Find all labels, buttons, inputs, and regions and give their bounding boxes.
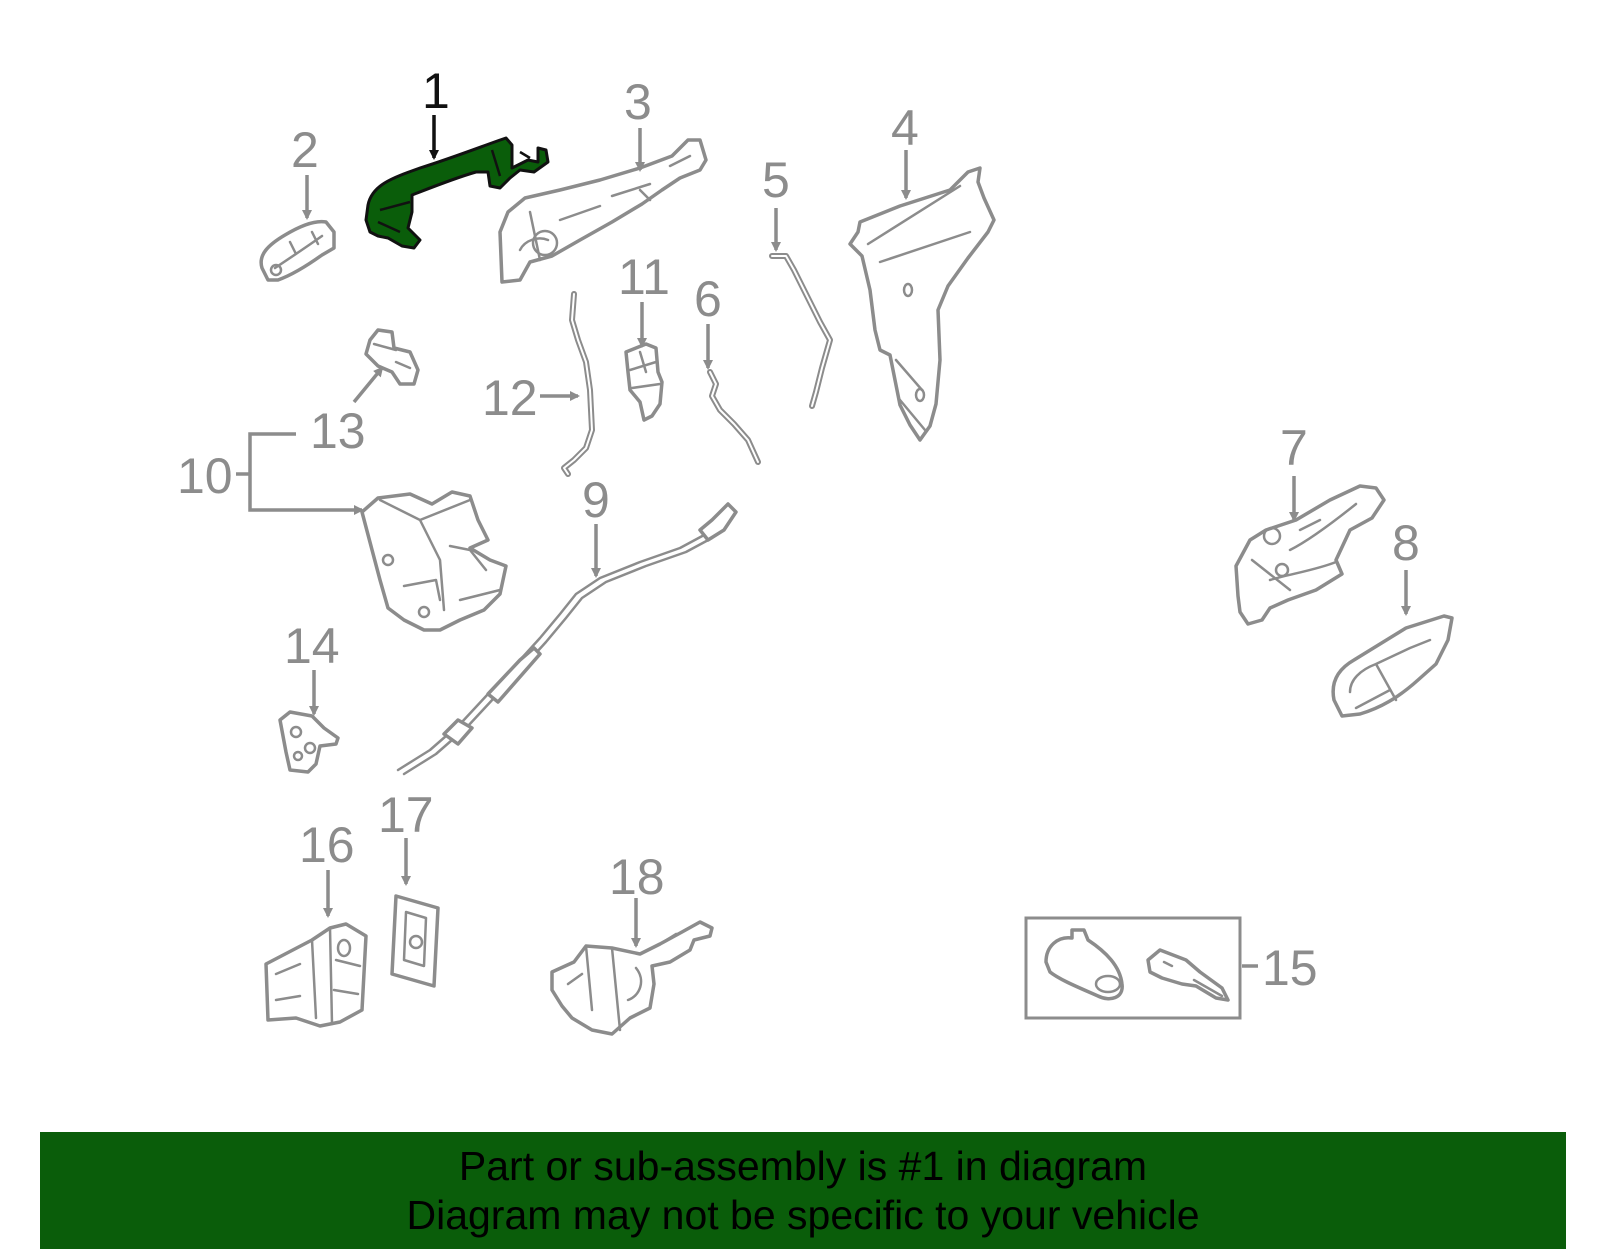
part-12-inner xyxy=(563,293,593,475)
part-1-outside-handle[interactable] xyxy=(364,136,550,250)
part-4-detail xyxy=(866,184,972,432)
part-9-release-cable[interactable] xyxy=(396,502,738,776)
part-3-hole xyxy=(531,229,559,257)
part-15-lock-cylinder-kit[interactable] xyxy=(1024,916,1242,1020)
part-10-lock-actuator[interactable] xyxy=(360,490,508,632)
part-11-clip[interactable] xyxy=(624,342,664,422)
callout-16[interactable]: 16 xyxy=(299,817,355,873)
part-15-cylinder xyxy=(1044,928,1124,1001)
part-16-pin xyxy=(336,938,352,958)
part-1-detail xyxy=(377,149,531,234)
part-8-shape xyxy=(1331,614,1454,718)
callout-15[interactable]: 15 xyxy=(1262,940,1318,996)
callout-17[interactable]: 17 xyxy=(378,787,434,843)
part-17-inner xyxy=(402,910,428,968)
callout-10[interactable]: 10 xyxy=(177,448,233,504)
part-2-hole xyxy=(269,263,283,277)
callout-2[interactable]: 2 xyxy=(291,122,319,178)
part-10-shape xyxy=(360,490,508,632)
part-8-handle-bezel[interactable] xyxy=(1331,614,1454,718)
part-9-fitting xyxy=(442,718,474,746)
part-7-shape xyxy=(1234,484,1386,626)
callout-1[interactable]: 1 xyxy=(422,63,450,119)
part-6-rod[interactable] xyxy=(707,369,761,465)
part-7-detail xyxy=(1250,502,1358,592)
part-13-shape xyxy=(364,328,420,386)
part-3-handle-frame[interactable] xyxy=(498,138,708,284)
part-18-detail xyxy=(566,932,678,1032)
banner-line-2: Diagram may not be specific to your vehi… xyxy=(406,1192,1200,1238)
part-16-door-hinge[interactable] xyxy=(264,922,368,1028)
part-15-key-detail xyxy=(1162,960,1224,998)
part-2-handle-cap[interactable] xyxy=(259,219,336,282)
part-18-door-check[interactable] xyxy=(550,920,714,1036)
part-13-bumper[interactable] xyxy=(364,328,420,386)
part-1-shape xyxy=(364,136,550,250)
part-5-lock-rod[interactable] xyxy=(769,253,833,409)
part-17-hole xyxy=(408,934,424,950)
part-3-shape xyxy=(498,138,708,284)
part-14-hole-c xyxy=(292,750,304,762)
part-10-hole-a xyxy=(381,553,395,567)
part-17-shape xyxy=(390,894,440,988)
leader-13 xyxy=(352,366,384,404)
part-11-detail xyxy=(628,350,662,390)
info-banner: Part or sub-assembly is #1 in diagram Di… xyxy=(40,1132,1566,1249)
part-14-striker-plate[interactable] xyxy=(278,710,340,774)
callout-5[interactable]: 5 xyxy=(762,152,790,208)
part-6-inner xyxy=(709,371,759,463)
part-7-hole xyxy=(1262,526,1282,546)
parts-diagram: 1 2 3 4 5 6 7 xyxy=(177,63,1454,1036)
part-14-hole-a xyxy=(289,725,303,739)
part-9-end xyxy=(698,502,738,542)
callout-14[interactable]: 14 xyxy=(284,618,340,674)
part-3-detail xyxy=(518,154,692,262)
callout-12[interactable]: 12 xyxy=(482,370,538,426)
part-11-shape xyxy=(624,342,664,422)
part-12-shape xyxy=(561,291,595,477)
part-12-rod[interactable] xyxy=(561,291,595,477)
callout-11[interactable]: 11 xyxy=(618,249,670,305)
part-9-sleeve xyxy=(486,646,542,704)
part-4-hole-a xyxy=(902,282,914,298)
callout-4[interactable]: 4 xyxy=(891,100,919,156)
part-14-hole-b xyxy=(303,741,317,755)
part-9-cable xyxy=(396,532,708,772)
part-4-lock-shield[interactable] xyxy=(848,166,996,442)
part-10-detail xyxy=(378,498,502,612)
part-5-shape xyxy=(769,253,833,409)
part-8-detail xyxy=(1348,638,1432,710)
part-4-hole-b xyxy=(914,387,926,403)
callout-7[interactable]: 7 xyxy=(1280,420,1308,476)
part-16-detail xyxy=(274,926,362,1026)
leader-10-bracket xyxy=(248,432,364,515)
part-7-hole-b xyxy=(1274,562,1290,578)
callout-13[interactable]: 13 xyxy=(310,403,366,459)
banner-line-1: Part or sub-assembly is #1 in diagram xyxy=(458,1143,1148,1189)
part-16-shape xyxy=(264,922,368,1028)
callout-18[interactable]: 18 xyxy=(609,849,665,905)
part-7-inside-handle[interactable] xyxy=(1234,484,1386,626)
callout-8[interactable]: 8 xyxy=(1392,515,1420,571)
part-15-cylinder-face xyxy=(1094,974,1122,994)
callout-9[interactable]: 9 xyxy=(582,472,610,528)
part-10-hole-b xyxy=(417,605,431,619)
part-15-box xyxy=(1024,916,1242,1020)
callout-6[interactable]: 6 xyxy=(694,271,722,327)
part-13-detail xyxy=(372,342,412,370)
part-17-striker-shim[interactable] xyxy=(390,894,440,988)
part-5-inner xyxy=(771,255,831,407)
callout-3[interactable]: 3 xyxy=(624,74,652,130)
